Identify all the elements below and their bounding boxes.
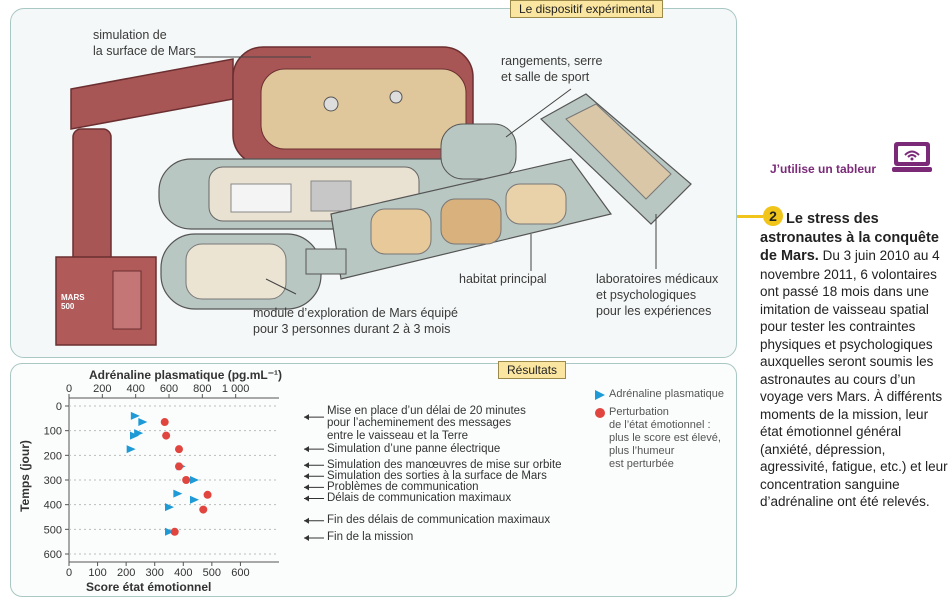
adrenaline-point xyxy=(134,429,144,438)
spreadsheet-icon xyxy=(892,142,932,172)
label-storage: rangements, serre et salle de sport xyxy=(501,54,603,84)
greenhouse xyxy=(310,180,352,212)
badge-connector xyxy=(737,215,763,218)
habitat-room-1 xyxy=(370,208,432,255)
event-label: Problèmes de communication xyxy=(327,480,479,493)
y-tick-label: 200 xyxy=(44,450,62,462)
y-tick-label: 100 xyxy=(44,426,62,438)
event-arrowhead xyxy=(304,446,309,453)
top-tick-label: 800 xyxy=(193,383,211,395)
lab-interior xyxy=(565,103,672,200)
document-number-badge: 2 xyxy=(763,206,783,226)
event-arrowhead xyxy=(304,495,309,502)
storage-leader xyxy=(505,88,572,138)
bottom-tick-label: 300 xyxy=(146,567,164,579)
red-door xyxy=(112,270,142,330)
label-habitat: habitat principal xyxy=(459,272,547,286)
results-chart: 0 100 200 300 400 500 600 0 200 400 600 800 1 000 0 10… xyxy=(44,383,324,579)
mood-point xyxy=(182,476,191,484)
y-tick-label: 300 xyxy=(44,475,62,487)
y-tick-label: 600 xyxy=(44,549,62,561)
top-tick-label: 600 xyxy=(160,383,178,395)
mood-point xyxy=(175,462,183,471)
adrenaline-point xyxy=(173,489,183,498)
adrenaline-point xyxy=(165,527,174,536)
mood-point xyxy=(175,445,183,454)
bottom-tick-label: 100 xyxy=(88,567,106,579)
module-connector xyxy=(305,248,347,275)
event-label: Mise en place d’un délai de 20 minutes p… xyxy=(327,404,526,442)
mood-point xyxy=(160,418,169,427)
event-label: Fin de la mission xyxy=(327,531,414,544)
y-tick-label: 0 xyxy=(56,401,62,413)
event-arrowhead xyxy=(304,414,309,421)
top-tick-label: 200 xyxy=(93,383,111,395)
document-heading: Le stress des astronautes à la conquête … xyxy=(760,211,939,264)
habitat-room-2 xyxy=(440,198,502,245)
mars500-illustration xyxy=(55,46,692,346)
module-leader xyxy=(265,278,297,295)
device-title: Le dispositif expérimental xyxy=(510,0,664,18)
tableur-label: J’utilise un tableur xyxy=(770,162,877,176)
legend-circle-icon xyxy=(595,408,605,418)
adrenaline-point xyxy=(138,418,148,427)
red-corridor xyxy=(70,58,234,130)
bottom-tick-label: 400 xyxy=(174,567,192,579)
event-label: Simulation d’une panne électrique xyxy=(327,442,501,455)
top-axis-label: Adrénaline plasmatique (pg.mL⁻¹) xyxy=(89,368,283,382)
y-tick-label: 400 xyxy=(44,500,62,512)
bottom-axis-label: Score état émotionnel xyxy=(86,580,212,594)
bottom-tick-label: 500 xyxy=(203,567,221,579)
connector-node xyxy=(440,123,517,180)
y-axis-label: Temps (jour) xyxy=(17,440,32,512)
mood-point xyxy=(162,431,171,440)
adrenaline-point xyxy=(126,445,136,454)
event-arrowhead xyxy=(304,484,309,491)
mood-point xyxy=(199,505,208,514)
results-title: Résultats xyxy=(498,361,567,379)
top-tick-label: 400 xyxy=(126,383,144,395)
y-tick-label: 500 xyxy=(44,524,62,536)
adrenaline-point xyxy=(165,503,174,512)
habitat-room-3 xyxy=(505,183,567,225)
mood-point xyxy=(170,527,179,536)
legend-triangle-icon xyxy=(595,390,605,400)
adrenaline-point xyxy=(190,476,199,484)
event-label: Fin des délais de communication maximaux xyxy=(327,514,551,527)
adrenaline-point xyxy=(190,495,199,504)
event-arrowhead xyxy=(304,473,309,480)
document-body: Du 3 juin 2010 au 4 novembre 2011, 6 vol… xyxy=(760,248,948,509)
results-panel: 0 100 200 300 400 500 600 0 200 400 600 800 1 000 0 10… xyxy=(10,363,737,597)
astronaut-2 xyxy=(389,90,403,104)
top-tick-label: 0 xyxy=(66,383,72,395)
mood-point xyxy=(203,490,212,499)
event-label: Simulation des manœuvres de mise sur orb… xyxy=(327,458,562,471)
device-illustration-panel: simulation de la surface de Mars rangeme… xyxy=(10,8,737,358)
adrenaline-point xyxy=(130,411,140,420)
legend-adrenaline: Adrénaline plasmatique xyxy=(609,388,724,400)
event-label: Simulation des sorties à la surface de M… xyxy=(327,469,547,482)
storage-boxes xyxy=(230,183,292,213)
legend-mood: Perturbation de l’état émotionnel : plus… xyxy=(609,406,721,470)
event-arrowhead xyxy=(304,517,309,524)
module-interior xyxy=(185,243,287,300)
document-description: Le stress des astronautes à la conquête … xyxy=(760,210,948,511)
event-arrowhead xyxy=(304,462,309,469)
surface-interior xyxy=(260,68,467,150)
bottom-tick-label: 600 xyxy=(231,567,249,579)
astronaut-1 xyxy=(323,96,339,112)
event-label: Délais de communication maximaux xyxy=(327,492,512,504)
bottom-tick-label: 200 xyxy=(117,567,135,579)
label-labs: laboratoires médicaux et psychologiques … xyxy=(596,272,719,318)
label-module: module d’exploration de Mars équipé pour… xyxy=(253,306,458,336)
mars500-logo: MARS 500 xyxy=(61,293,85,311)
label-surface: simulation de la surface de Mars xyxy=(93,28,196,58)
bottom-tick-label: 0 xyxy=(66,567,72,579)
event-arrowhead xyxy=(304,534,309,541)
top-tick-label: 1 000 xyxy=(222,383,250,395)
